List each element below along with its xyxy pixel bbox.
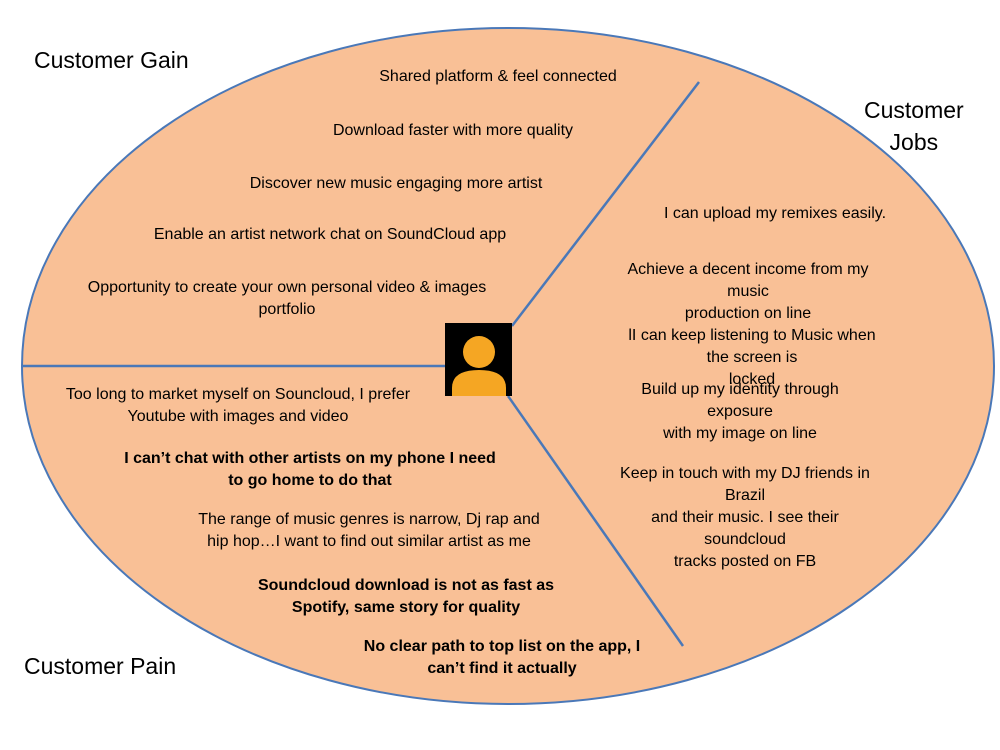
job-item: Build up my identity through exposure wi… bbox=[641, 381, 839, 442]
gain-item: Shared platform & feel connected bbox=[379, 68, 617, 85]
job-item: lI can keep listening to Music when the … bbox=[628, 327, 876, 388]
gain-item: Enable an artist network chat on SoundCl… bbox=[153, 226, 507, 243]
pain-item: I can’t chat with other artists on my ph… bbox=[124, 450, 496, 489]
gain-item: Discover new music engaging more artist bbox=[249, 175, 543, 192]
heading-customer-gain: Customer Gain bbox=[34, 47, 189, 73]
heading-customer-jobs: Customer Jobs bbox=[864, 97, 964, 155]
pain-item: No clear path to top list on the app, I … bbox=[363, 638, 641, 677]
pain-item: The range of music genres is narrow, Dj … bbox=[198, 511, 540, 550]
divider-gain-jobs bbox=[511, 81, 700, 327]
divider-jobs-pain bbox=[506, 395, 685, 647]
pain-item: Too long to market myself on Souncloud, … bbox=[65, 386, 411, 425]
customer-avatar-icon bbox=[445, 323, 512, 396]
gain-item: Download faster with more quality bbox=[332, 122, 574, 139]
pain-item: Soundcloud download is not as fast as Sp… bbox=[257, 577, 555, 616]
job-item: Keep in touch with my DJ friends in Braz… bbox=[620, 465, 870, 570]
job-item: I can upload my remixes easily. bbox=[663, 205, 887, 222]
gain-item: Opportunity to create your own personal … bbox=[87, 279, 487, 318]
heading-customer-pain: Customer Pain bbox=[24, 653, 177, 679]
job-item: Achieve a decent income from my music pr… bbox=[627, 261, 869, 322]
